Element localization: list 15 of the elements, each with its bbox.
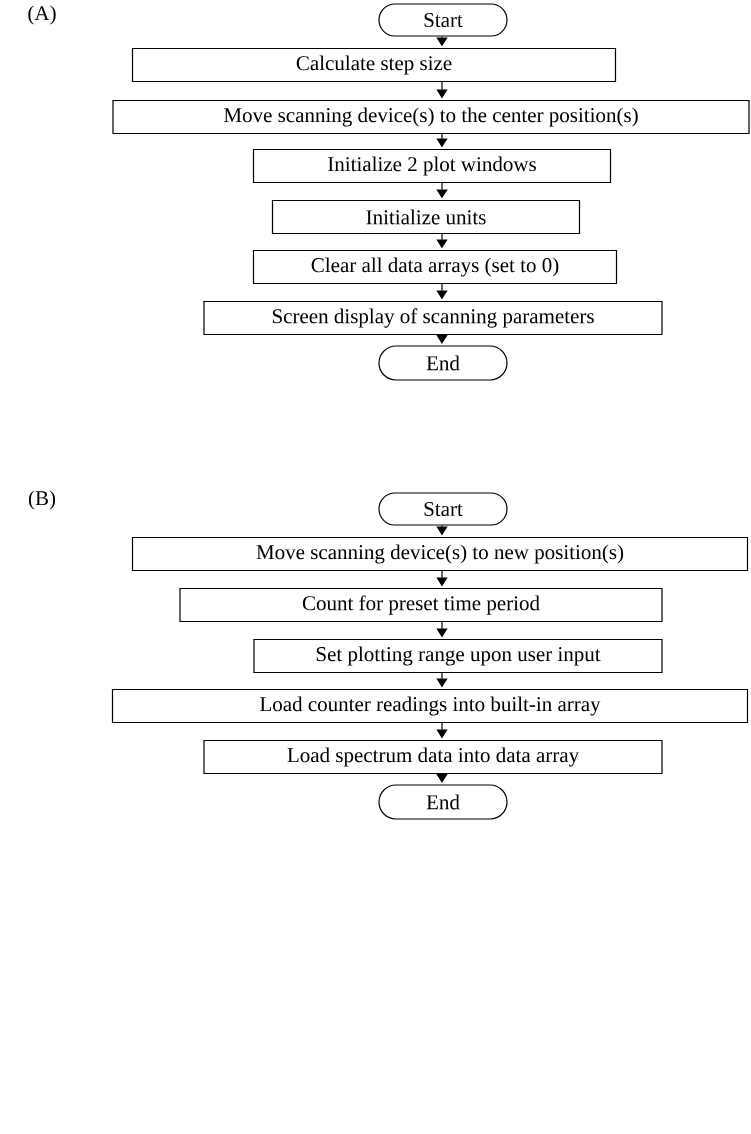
arrow <box>436 334 448 344</box>
process-box: Move scanning device(s) to new position(s) <box>131 536 749 572</box>
process-box: Count for preset time period <box>179 587 663 623</box>
process-box: Calculate step size <box>131 47 617 83</box>
arrow <box>436 773 448 783</box>
process-box: Initialize units <box>271 199 581 235</box>
panel-label: (B) <box>28 490 56 510</box>
process-box: Initialize 2 plot windows <box>252 148 612 184</box>
process-box: Load spectrum data into data array <box>203 739 663 775</box>
process-box: Set plotting range upon user input <box>253 638 663 674</box>
process-box: Move scanning device(s) to the center position(s) <box>112 99 750 135</box>
process-box: Screen display of scanning parameters <box>203 300 663 336</box>
process-box: Load counter readings into built-in array <box>111 688 749 724</box>
panel-label: (A) <box>28 5 56 25</box>
process-box: Clear all data arrays (set to 0) <box>252 249 618 285</box>
